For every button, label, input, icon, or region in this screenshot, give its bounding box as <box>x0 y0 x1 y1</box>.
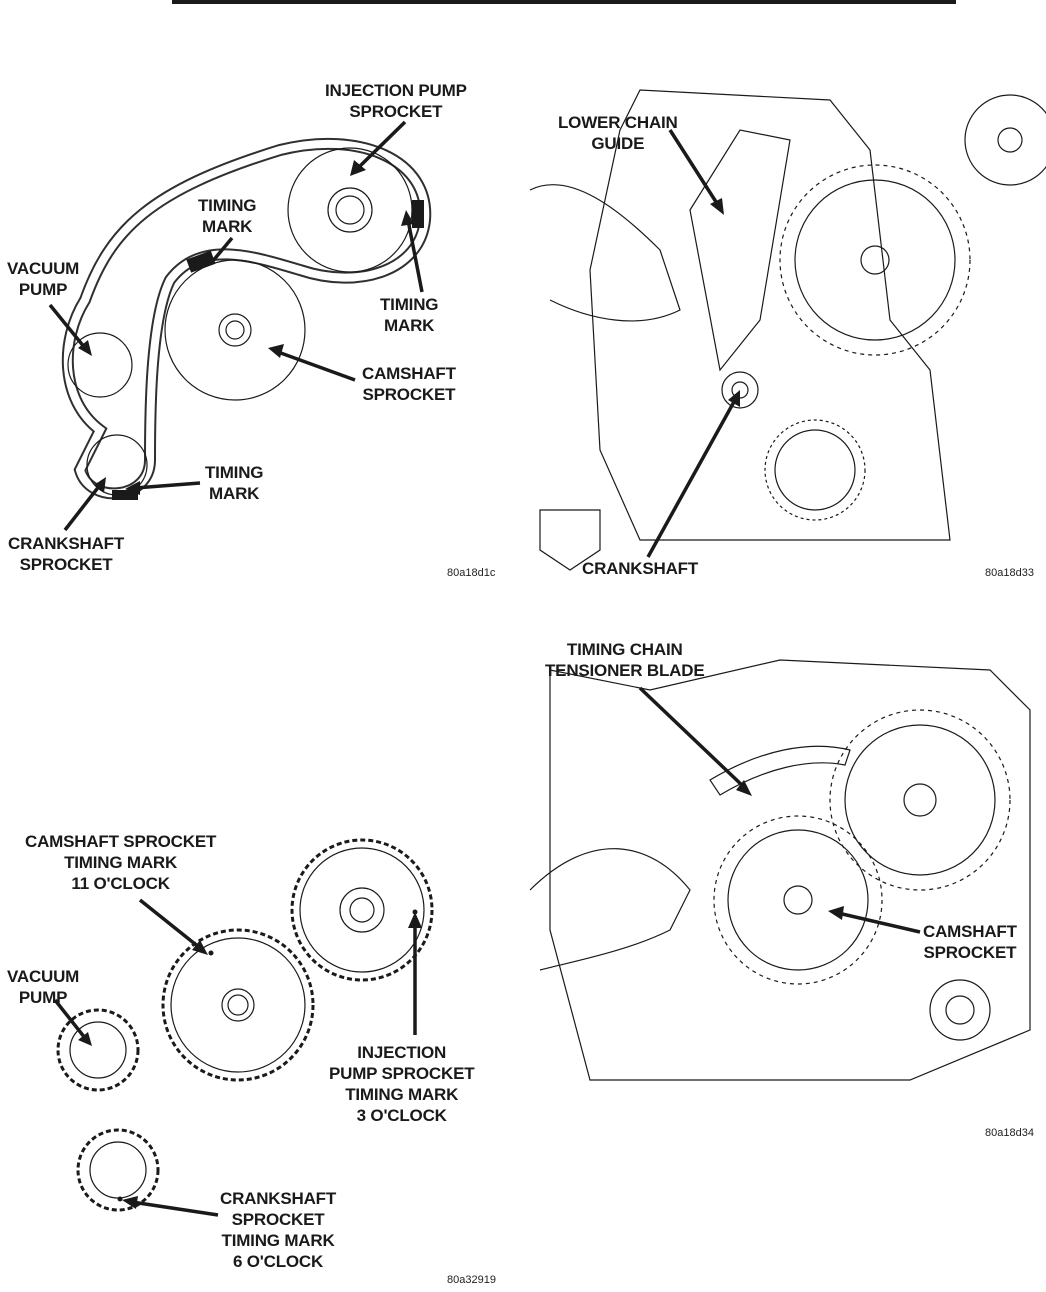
figure-id: 80a18d34 <box>985 1127 1034 1139</box>
figure-id: 80a18d1c <box>447 567 496 579</box>
tensioner-blade-drawing <box>529 659 1031 1081</box>
camshaft-sprocket <box>161 928 315 1082</box>
vacuum-pump-sprocket <box>67 332 133 398</box>
label-crankshaft: CRANKSHAFT <box>582 559 699 578</box>
chain-routing-drawing <box>48 120 432 532</box>
lower-chain-guide-drawing <box>529 89 1046 571</box>
sprocket-timing-drawing <box>53 838 434 1217</box>
injection-pump-sprocket <box>290 838 434 982</box>
figure-id: 80a18d33 <box>985 567 1034 579</box>
vacuum-pump-sprocket <box>56 1008 140 1092</box>
page-top-rule <box>172 0 956 4</box>
figure-id: 80a32919 <box>447 1274 496 1286</box>
camshaft-sprocket <box>164 259 306 401</box>
crankshaft-sprocket <box>76 1128 160 1212</box>
